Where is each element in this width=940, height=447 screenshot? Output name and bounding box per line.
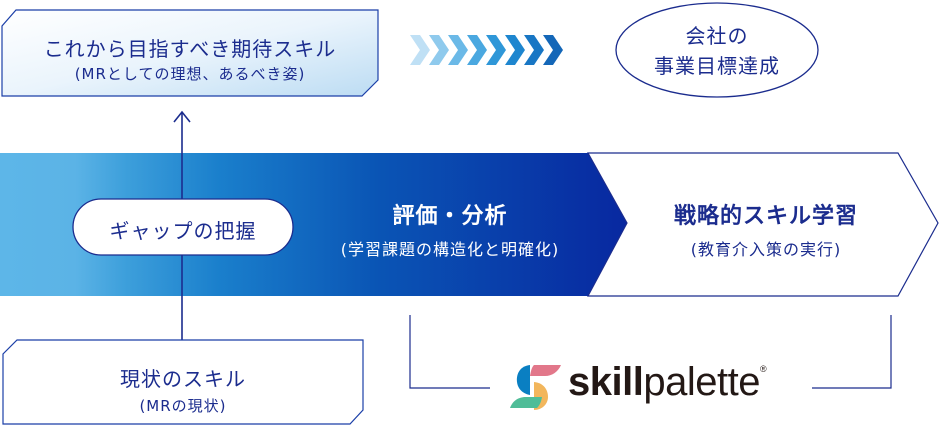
registered-mark: ® xyxy=(759,364,767,374)
evaluation-subtitle: (学習課題の構造化と明確化) xyxy=(340,240,560,259)
current-box-title: 現状のスキル xyxy=(120,367,246,391)
process-band xyxy=(0,152,939,297)
chevron-arrows-icon xyxy=(410,35,563,65)
bracket-lines xyxy=(409,315,892,389)
current-box-subtitle: (MRの現状) xyxy=(139,397,227,415)
goal-box-title: これから目指すべき期待スキル xyxy=(43,37,337,61)
skillpalette-logo-icon xyxy=(510,365,561,410)
company-goal-line1: 会社の xyxy=(685,24,749,48)
company-goal-ellipse xyxy=(615,2,819,98)
gap-pill-label: ギャップの把握 xyxy=(109,219,257,243)
logo-regular-part: palette xyxy=(643,360,760,404)
goal-box-shape xyxy=(1,9,379,97)
strategic-subtitle: (教育介入策の実行) xyxy=(690,240,842,259)
company-goal-line2: 事業目標達成 xyxy=(654,54,780,78)
gap-pill-shape xyxy=(72,198,294,256)
skillpalette-logo-text: skillpalette® xyxy=(568,360,767,405)
evaluation-title: 評価・分析 xyxy=(392,204,508,229)
current-box-shape xyxy=(2,339,364,425)
logo-bold-part: skill xyxy=(568,360,644,404)
strategic-title: 戦略的スキル学習 xyxy=(673,204,858,229)
goal-box-subtitle: (MRとしての理想、あるべき姿) xyxy=(74,65,306,83)
